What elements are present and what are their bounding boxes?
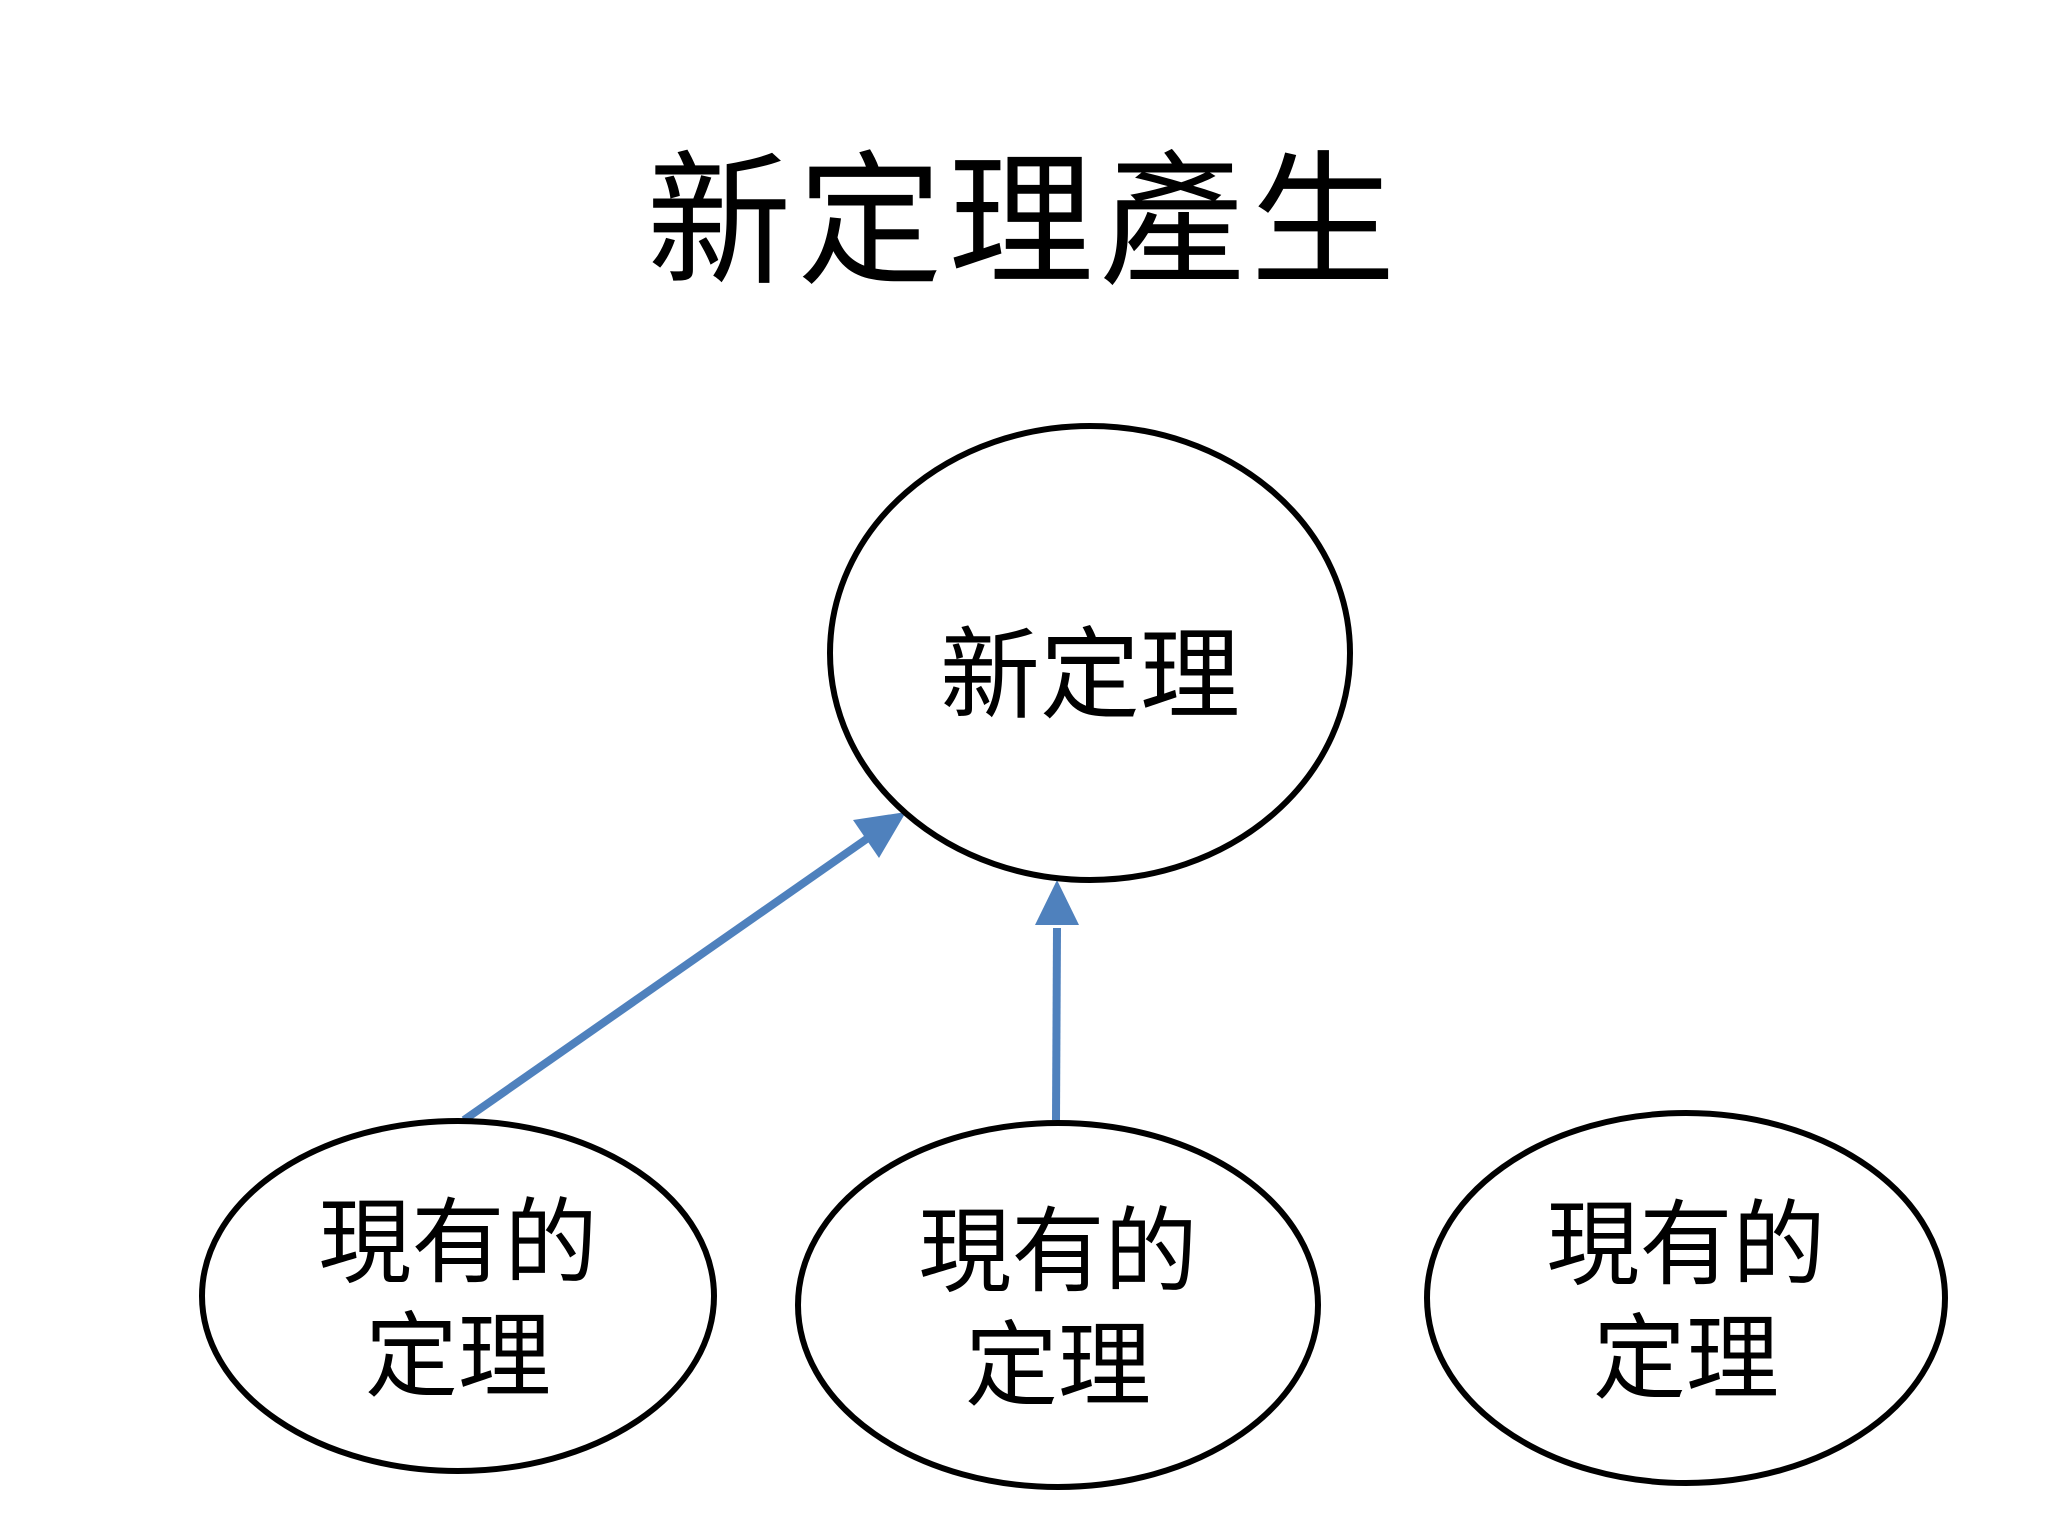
existing-theorem-1-label-line2: 定理 [365,1307,551,1410]
existing-theorem-2-ellipse [795,1120,1321,1490]
slide-title: 新定理產生 [647,144,1402,304]
arrow-1-shaft [461,834,871,1124]
existing-theorem-1-ellipse [199,1118,717,1474]
existing-theorem-node-2: 現有的 定理 [795,1120,1321,1490]
new-theorem-circle [827,423,1353,883]
existing-theorem-1-label-line1: 現有的 [319,1193,598,1296]
new-theorem-node: 新定理 [827,423,1353,883]
existing-theorem-node-3: 現有的 定理 [1424,1110,1948,1486]
new-theorem-label: 新定理 [940,621,1240,732]
existing-theorem-3-ellipse [1424,1110,1948,1486]
existing-theorem-2-label-line2: 定理 [965,1316,1151,1419]
arrow-from-existing-theorem-2 [1035,880,1079,1121]
existing-theorem-3-label-line2: 定理 [1593,1309,1779,1412]
arrow-2-head-icon [1035,880,1079,925]
arrow-from-existing-theorem-1 [461,812,906,1124]
arrow-2-shaft [1052,927,1061,1121]
existing-theorem-2-label-line1: 現有的 [919,1202,1198,1305]
arrow-1-head-icon [853,812,906,858]
existing-theorem-node-1: 現有的 定理 [199,1118,717,1474]
existing-theorem-3-label-line1: 現有的 [1547,1195,1826,1298]
